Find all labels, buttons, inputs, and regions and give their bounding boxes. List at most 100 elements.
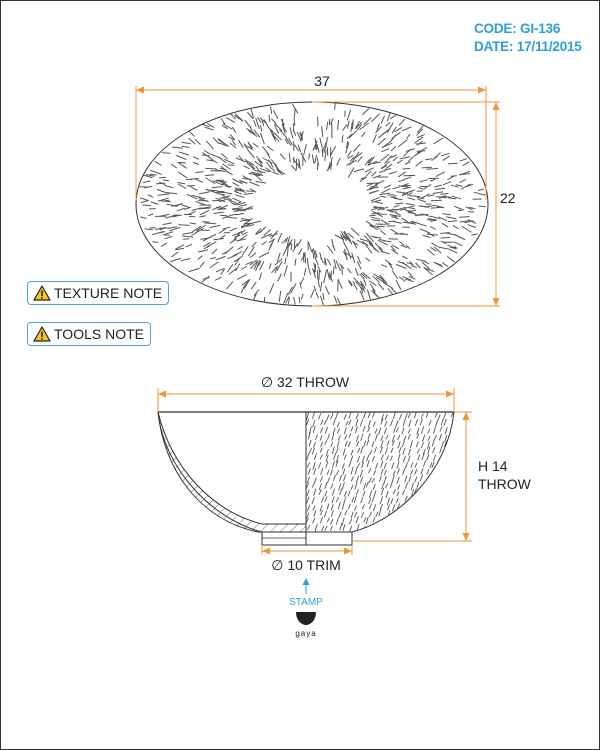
texture-stroke xyxy=(400,232,409,236)
texture-stroke xyxy=(427,446,431,455)
texture-stroke xyxy=(251,241,257,248)
texture-stroke xyxy=(319,435,323,441)
texture-stroke xyxy=(142,204,151,207)
tools-note-button[interactable]: TOOLS NOTE xyxy=(27,322,151,346)
texture-stroke xyxy=(395,264,407,269)
texture-stroke xyxy=(330,413,334,420)
texture-note-button[interactable]: TEXTURE NOTE xyxy=(27,281,170,305)
texture-stroke xyxy=(241,279,251,286)
texture-stroke xyxy=(341,481,345,490)
texture-stroke xyxy=(237,202,246,206)
texture-stroke xyxy=(150,169,162,175)
texture-stroke xyxy=(397,171,406,178)
texture-stroke xyxy=(393,221,403,224)
texture-stroke xyxy=(330,518,334,525)
texture-stroke xyxy=(324,259,327,266)
texture-stroke xyxy=(193,156,199,160)
texture-stroke xyxy=(477,188,484,191)
texture-stroke xyxy=(427,428,431,434)
texture-stroke xyxy=(244,158,250,166)
texture-stroke xyxy=(398,139,408,148)
texture-stroke xyxy=(416,128,423,136)
texture-stroke xyxy=(400,244,408,249)
texture-stroke xyxy=(367,426,371,433)
texture-stroke xyxy=(372,421,376,427)
texture-stroke xyxy=(379,446,383,454)
texture-stroke xyxy=(316,157,319,166)
texture-stroke xyxy=(182,232,194,235)
texture-stroke xyxy=(300,293,304,300)
texture-stroke xyxy=(451,195,462,200)
texture-stroke xyxy=(220,268,226,275)
texture-stroke xyxy=(429,215,440,219)
texture-stroke xyxy=(313,488,317,496)
texture-stroke xyxy=(356,523,360,532)
texture-stroke xyxy=(140,200,148,204)
texture-stroke xyxy=(220,153,228,160)
texture-stroke xyxy=(347,154,354,159)
texture-stroke xyxy=(420,442,424,448)
texture-stroke xyxy=(426,453,430,461)
texture-stroke xyxy=(330,468,333,476)
texture-stroke xyxy=(346,141,349,149)
texture-stroke xyxy=(306,452,310,461)
texture-stroke xyxy=(255,117,260,129)
texture-stroke xyxy=(297,144,302,152)
texture-stroke xyxy=(326,517,330,523)
texture-stroke xyxy=(329,145,336,157)
texture-stroke xyxy=(219,157,227,164)
texture-stroke xyxy=(395,420,399,427)
texture-stroke xyxy=(340,234,346,246)
texture-stroke xyxy=(258,226,267,234)
texture-stroke xyxy=(403,435,407,442)
texture-stroke xyxy=(455,184,463,187)
texture-stroke xyxy=(321,525,325,532)
texture-stroke xyxy=(198,207,210,210)
texture-stroke xyxy=(368,497,372,505)
texture-stroke xyxy=(260,168,270,173)
texture-stroke xyxy=(365,481,369,488)
texture-stroke xyxy=(355,435,359,442)
texture-stroke xyxy=(335,260,341,272)
texture-stroke xyxy=(321,148,324,158)
texture-stroke xyxy=(341,265,343,275)
texture-stroke xyxy=(396,461,400,469)
texture-stroke xyxy=(312,517,316,524)
texture-stroke xyxy=(407,209,417,213)
texture-note-label: TEXTURE NOTE xyxy=(54,285,163,301)
texture-stroke xyxy=(315,291,319,299)
texture-stroke xyxy=(335,460,339,467)
texture-stroke xyxy=(435,187,446,190)
texture-stroke xyxy=(323,144,327,154)
texture-stroke xyxy=(286,239,293,249)
texture-stroke xyxy=(391,126,397,134)
texture-stroke xyxy=(447,175,455,181)
texture-stroke xyxy=(384,414,388,421)
texture-stroke xyxy=(211,248,218,255)
texture-stroke xyxy=(224,158,235,165)
texture-stroke xyxy=(292,243,298,252)
texture-stroke xyxy=(142,174,153,179)
texture-stroke xyxy=(393,425,397,433)
texture-stroke xyxy=(222,215,231,219)
texture-stroke xyxy=(286,236,291,246)
texture-stroke xyxy=(404,495,408,502)
side-height-label-1: H 14 xyxy=(478,458,508,474)
texture-stroke xyxy=(378,170,386,173)
texture-stroke xyxy=(402,468,406,475)
texture-stroke xyxy=(313,468,317,475)
texture-stroke xyxy=(269,166,276,172)
texture-stroke xyxy=(201,123,210,128)
texture-stroke xyxy=(203,245,210,250)
texture-stroke xyxy=(444,434,448,442)
texture-stroke xyxy=(223,197,232,202)
texture-stroke xyxy=(351,119,354,130)
texture-stroke xyxy=(348,461,352,468)
texture-stroke xyxy=(408,276,416,280)
texture-stroke xyxy=(330,270,332,280)
texture-stroke xyxy=(341,134,344,143)
texture-stroke xyxy=(176,155,187,160)
texture-stroke xyxy=(342,124,348,131)
texture-stroke xyxy=(350,476,354,482)
texture-stroke xyxy=(396,159,403,164)
